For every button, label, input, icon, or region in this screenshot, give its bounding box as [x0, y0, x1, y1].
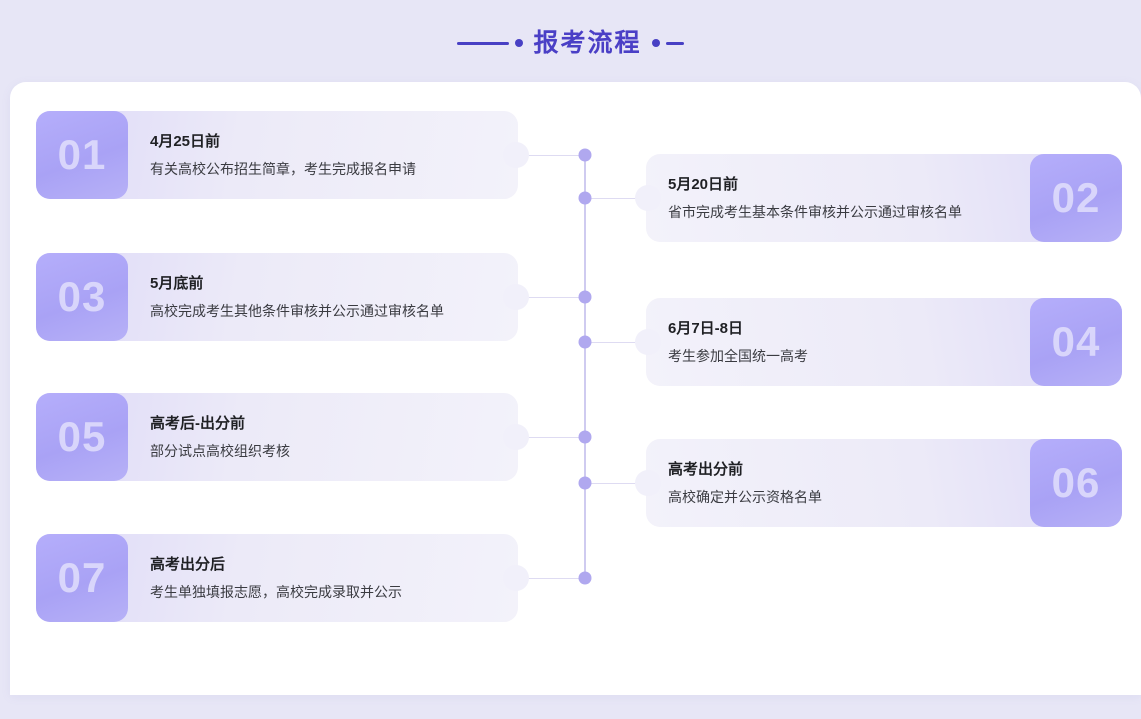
timeline-spur — [585, 342, 657, 343]
timeline-spine — [584, 155, 586, 578]
step-description: 有关高校公布招生简章，考生完成报名申请 — [150, 160, 416, 177]
step-number-badge: 07 — [36, 534, 128, 622]
step-number-badge: 04 — [1030, 298, 1122, 386]
timeline-node — [578, 148, 592, 162]
step-title: 5月20日前 — [668, 175, 739, 193]
step-content: 4月25日前 有关高校公布招生简章，考生完成报名申请 — [128, 111, 518, 199]
title-decoration-right — [651, 39, 684, 47]
timeline-spur — [504, 437, 586, 438]
step-content: 高考出分后 考生单独填报志愿，高校完成录取并公示 — [128, 534, 518, 622]
step-number-badge: 03 — [36, 253, 128, 341]
timeline-step-01[interactable]: 01 4月25日前 有关高校公布招生简章，考生完成报名申请 — [36, 111, 529, 199]
card-connector-nub — [635, 470, 661, 496]
step-title: 高考后-出分前 — [150, 414, 245, 432]
step-number-badge: 02 — [1030, 154, 1122, 242]
timeline-spur — [504, 297, 586, 298]
timeline-node — [578, 191, 592, 205]
step-title: 6月7日-8日 — [668, 319, 744, 337]
card-connector-nub — [503, 565, 529, 591]
timeline-node — [578, 571, 592, 585]
card-connector-nub — [635, 329, 661, 355]
step-description: 高校确定并公示资格名单 — [668, 488, 822, 505]
step-content: 5月20日前 省市完成考生基本条件审核并公示通过审核名单 — [646, 154, 1030, 242]
timeline-step-03[interactable]: 03 5月底前 高校完成考生其他条件审核并公示通过审核名单 — [36, 253, 529, 341]
decoration-line-icon — [457, 41, 510, 45]
step-content: 6月7日-8日 考生参加全国统一高考 — [646, 298, 1030, 386]
step-title: 5月底前 — [150, 274, 204, 292]
timeline-node — [578, 476, 592, 490]
step-number-badge: 05 — [36, 393, 128, 481]
decoration-dot-icon — [515, 39, 524, 47]
timeline-spur — [585, 198, 657, 199]
step-content: 高考后-出分前 部分试点高校组织考核 — [128, 393, 518, 481]
timeline-node — [578, 335, 592, 349]
timeline-step-07[interactable]: 07 高考出分后 考生单独填报志愿，高校完成录取并公示 — [36, 534, 529, 622]
card-connector-nub — [503, 142, 529, 168]
step-description: 部分试点高校组织考核 — [150, 442, 290, 459]
step-title: 高考出分后 — [150, 555, 226, 573]
timeline-node — [578, 290, 592, 304]
timeline-step-04[interactable]: 6月7日-8日 考生参加全国统一高考 04 — [635, 298, 1122, 386]
timeline-node — [578, 430, 592, 444]
timeline-spur — [585, 483, 657, 484]
timeline-spur — [504, 155, 586, 156]
step-number-badge: 01 — [36, 111, 128, 199]
step-description: 省市完成考生基本条件审核并公示通过审核名单 — [668, 203, 962, 220]
step-content: 5月底前 高校完成考生其他条件审核并公示通过审核名单 — [128, 253, 518, 341]
page-header: 报考流程 — [0, 0, 1141, 82]
decoration-dot-icon — [651, 39, 660, 47]
card-connector-nub — [635, 185, 661, 211]
timeline-step-05[interactable]: 05 高考后-出分前 部分试点高校组织考核 — [36, 393, 529, 481]
step-description: 高校完成考生其他条件审核并公示通过审核名单 — [150, 302, 444, 319]
step-title: 4月25日前 — [150, 132, 221, 150]
card-connector-nub — [503, 284, 529, 310]
step-description: 考生参加全国统一高考 — [668, 347, 808, 364]
content-panel: 01 4月25日前 有关高校公布招生简章，考生完成报名申请 5月20日前 省市完… — [10, 82, 1141, 695]
step-number-badge: 06 — [1030, 439, 1122, 527]
page-title: 报考流程 — [533, 28, 642, 57]
step-description: 考生单独填报志愿，高校完成录取并公示 — [150, 583, 402, 600]
step-content: 高考出分前 高校确定并公示资格名单 — [646, 439, 1030, 527]
card-connector-nub — [503, 424, 529, 450]
timeline-step-06[interactable]: 高考出分前 高校确定并公示资格名单 06 — [635, 439, 1122, 527]
decoration-line-icon — [665, 41, 684, 45]
timeline-spur — [504, 578, 586, 579]
title-decoration-left — [457, 39, 524, 47]
step-title: 高考出分前 — [668, 460, 744, 478]
timeline-step-02[interactable]: 5月20日前 省市完成考生基本条件审核并公示通过审核名单 02 — [635, 154, 1122, 242]
title-group: 报考流程 — [457, 28, 684, 57]
